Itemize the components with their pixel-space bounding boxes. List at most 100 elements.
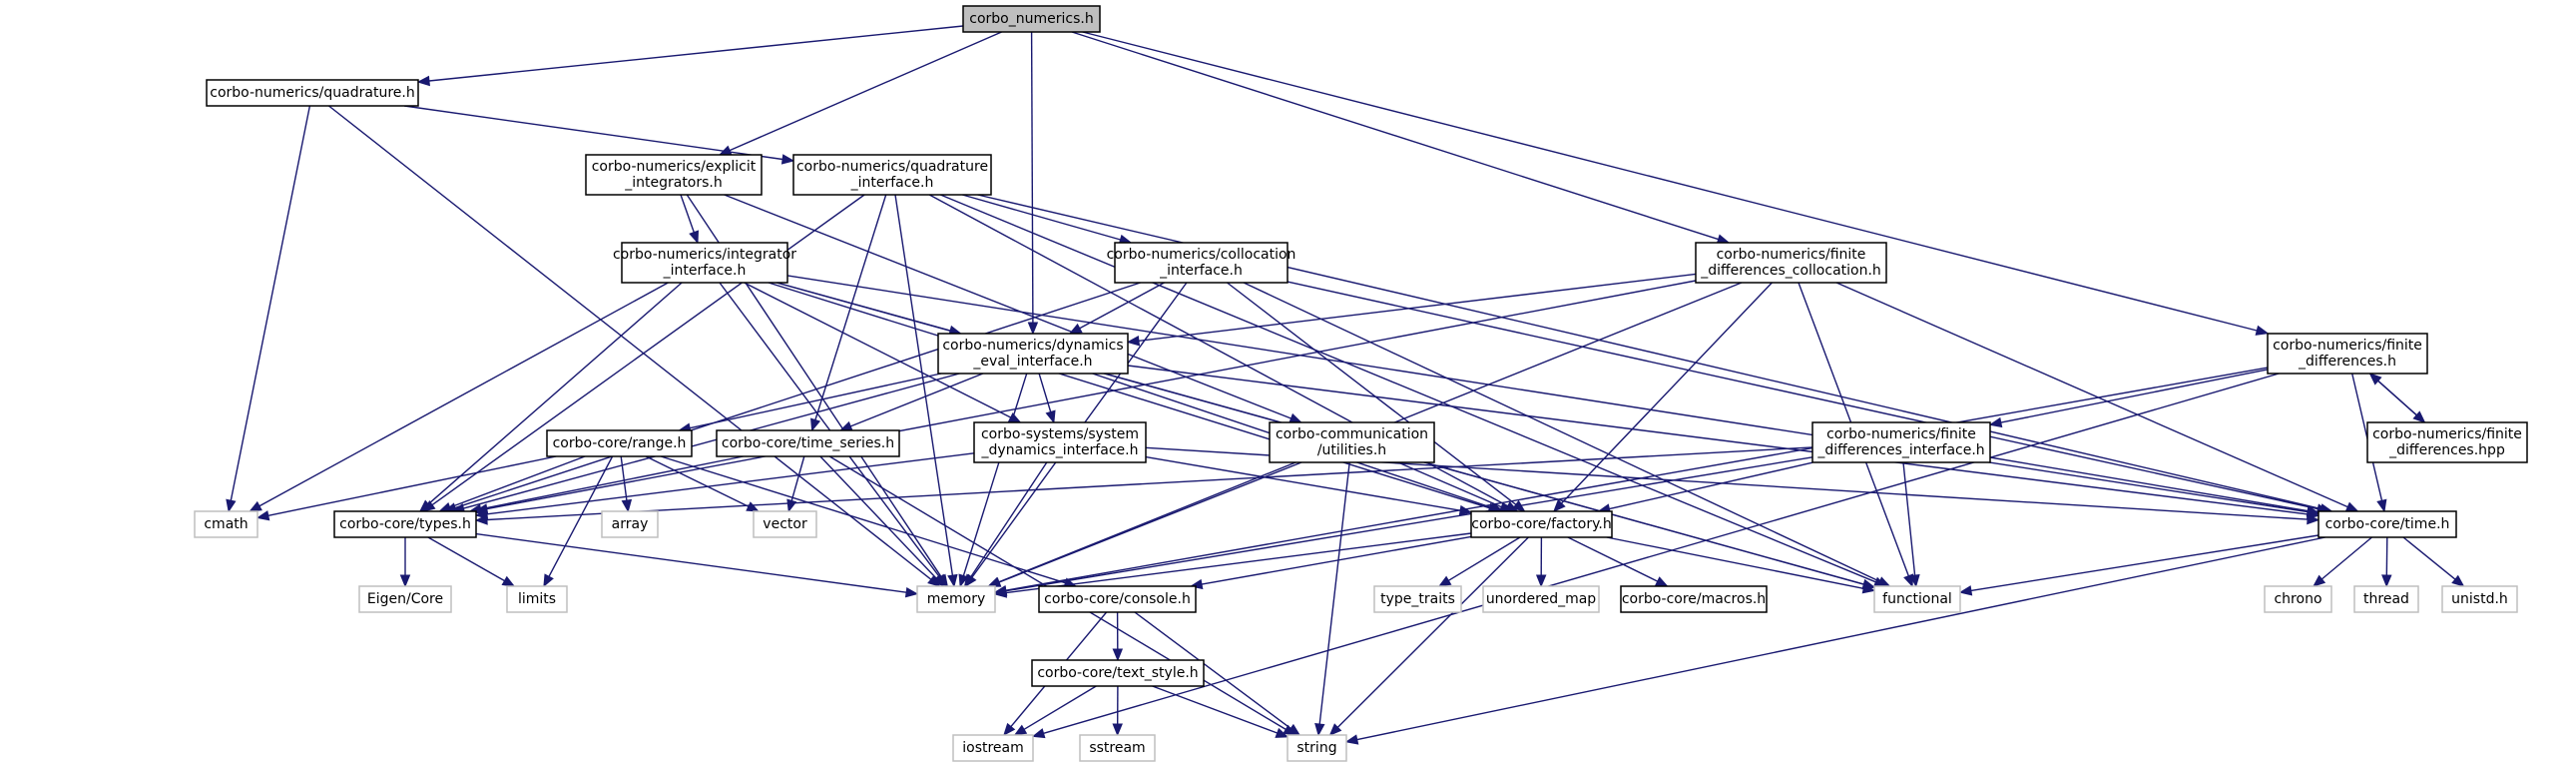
node-box xyxy=(1873,585,1961,613)
edge-line xyxy=(786,275,2309,513)
edge-console-to-string xyxy=(1134,611,1301,736)
edge-line xyxy=(645,455,750,507)
edge-fdint-to-time xyxy=(1989,456,2320,516)
edge-line xyxy=(1989,456,2309,512)
node-time[interactable]: corbo-core/time.h xyxy=(2318,510,2457,538)
edge-line xyxy=(267,455,557,516)
node-label: corbo-numerics/quadrature.h xyxy=(210,85,414,101)
node-label: unordered_map xyxy=(1486,591,1596,607)
node-sysdyn[interactable]: corbo-systems/system_dynamics_interface.… xyxy=(973,421,1147,463)
arrowhead-icon xyxy=(1552,499,1566,512)
node-colloc[interactable]: corbo-numerics/collocation_interface.h xyxy=(1107,242,1296,284)
node-label: _interface.h xyxy=(850,175,934,191)
node-box xyxy=(1482,585,1600,613)
node-box xyxy=(2441,585,2518,613)
node-box xyxy=(506,585,568,613)
node-box xyxy=(2264,585,2332,613)
edge-root-to-fdcoll xyxy=(1071,31,1731,245)
edge-line xyxy=(814,194,887,420)
arrowhead-icon xyxy=(1458,504,1473,516)
node-macros[interactable]: corbo-core/macros.h xyxy=(1620,585,1768,613)
edge-line xyxy=(1356,536,2325,741)
arrowhead-icon xyxy=(1126,336,1141,347)
edge-line xyxy=(258,282,669,507)
node-fdhpp[interactable]: corbo-numerics/finite_differences.hpp xyxy=(2366,421,2528,463)
node-quadrature[interactable]: corbo-numerics/quadrature.h xyxy=(206,79,419,107)
node-root[interactable]: corbo_numerics.h xyxy=(962,5,1101,33)
edge-line xyxy=(1243,282,1880,582)
node-chrono: chrono xyxy=(2264,585,2332,613)
node-types[interactable]: corbo-core/types.h xyxy=(333,510,477,538)
node-box xyxy=(792,154,992,196)
node-fd[interactable]: corbo-numerics/finite_differences.h xyxy=(2267,333,2428,375)
node-label: /utilities.h xyxy=(1317,442,1386,458)
node-array: array xyxy=(601,510,659,538)
edge-types-to-memory xyxy=(475,532,919,598)
edge-line xyxy=(1902,461,1916,576)
edge-factory-to-macros xyxy=(1567,536,1669,587)
arrowhead-icon xyxy=(1112,648,1124,662)
node-label: string xyxy=(1296,740,1336,756)
node-label: limits xyxy=(518,591,556,607)
edge-line xyxy=(486,280,1697,510)
edge-line xyxy=(1201,535,1472,585)
node-label: corbo-numerics/finite xyxy=(1826,426,1976,442)
edge-dyn-to-sysdyn xyxy=(1038,373,1056,424)
node-dyn[interactable]: corbo-numerics/dynamics_eval_interface.h xyxy=(937,333,1129,375)
node-box xyxy=(1811,421,1991,463)
node-label: corbo-numerics/explicit xyxy=(592,159,757,175)
node-factory[interactable]: corbo-core/factory.h xyxy=(1470,510,1613,538)
arrowhead-icon xyxy=(810,417,821,432)
node-label: corbo-numerics/finite xyxy=(2372,426,2522,442)
arrowhead-icon xyxy=(256,510,270,521)
arrowhead-icon xyxy=(2312,574,2326,587)
node-textstyle[interactable]: corbo-core/text_style.h xyxy=(1031,659,1205,687)
node-console[interactable]: corbo-core/console.h xyxy=(1038,585,1197,613)
node-label: array xyxy=(612,516,649,532)
edge-line xyxy=(1082,31,2258,332)
edge-time-to-functional xyxy=(1958,534,2319,596)
edge-line xyxy=(724,194,1291,419)
arrowhead-icon xyxy=(838,420,853,431)
node-label: cmath xyxy=(204,516,248,532)
edge-line xyxy=(689,373,942,429)
edge-fd-to-fdint xyxy=(1988,369,2269,428)
edge-line xyxy=(2320,536,2372,580)
node-box xyxy=(1114,242,1288,284)
arrowhead-icon xyxy=(1344,734,1359,745)
arrowhead-icon xyxy=(226,498,237,513)
edge-factory-to-console xyxy=(1189,535,1472,590)
node-label: sstream xyxy=(1089,740,1145,756)
edge-line xyxy=(2377,380,2425,423)
edge-line xyxy=(1005,532,1472,594)
arrowhead-icon xyxy=(1275,727,1289,738)
edge-line xyxy=(1448,536,1521,581)
edge-quadrature-to-quadint xyxy=(404,105,795,165)
edge-fdcoll-to-time xyxy=(1835,282,2359,512)
node-quadint[interactable]: corbo-numerics/quadrature_interface.h xyxy=(792,154,992,196)
node-box xyxy=(585,154,763,196)
node-label: corbo-core/text_style.h xyxy=(1037,665,1198,681)
node-label: corbo-core/macros.h xyxy=(1622,591,1766,607)
edge-quadint-to-memory xyxy=(894,194,958,588)
arrowhead-icon xyxy=(963,573,976,588)
edge-fdcoll-to-factory xyxy=(1552,282,1773,512)
arrowhead-icon xyxy=(2307,513,2320,525)
node-tseries[interactable]: corbo-core/time_series.h xyxy=(716,429,900,457)
edge-textstyle-to-sstream xyxy=(1112,685,1123,737)
arrowhead-icon xyxy=(1045,409,1056,424)
edge-line xyxy=(2000,369,2269,423)
node-label: corbo-core/time.h xyxy=(2325,516,2450,532)
arrowhead-icon xyxy=(2368,373,2382,385)
edge-quadrature-to-cmath xyxy=(226,105,311,513)
node-fdint[interactable]: corbo-numerics/finite_differences_interf… xyxy=(1811,421,1991,463)
node-integ[interactable]: corbo-numerics/integrator_interface.h xyxy=(613,242,796,284)
node-comm[interactable]: corbo-communication/utilities.h xyxy=(1269,421,1435,463)
edge-line xyxy=(850,373,984,427)
edge-line xyxy=(1030,31,1034,324)
node-fdcoll[interactable]: corbo-numerics/finite_differences_colloc… xyxy=(1695,242,1887,284)
edge-fd-to-iostream xyxy=(1031,373,2280,739)
node-explicit[interactable]: corbo-numerics/explicit_integrators.h xyxy=(585,154,763,196)
edge-integ-to-time xyxy=(786,275,2320,517)
node-range[interactable]: corbo-core/range.h xyxy=(546,429,693,457)
